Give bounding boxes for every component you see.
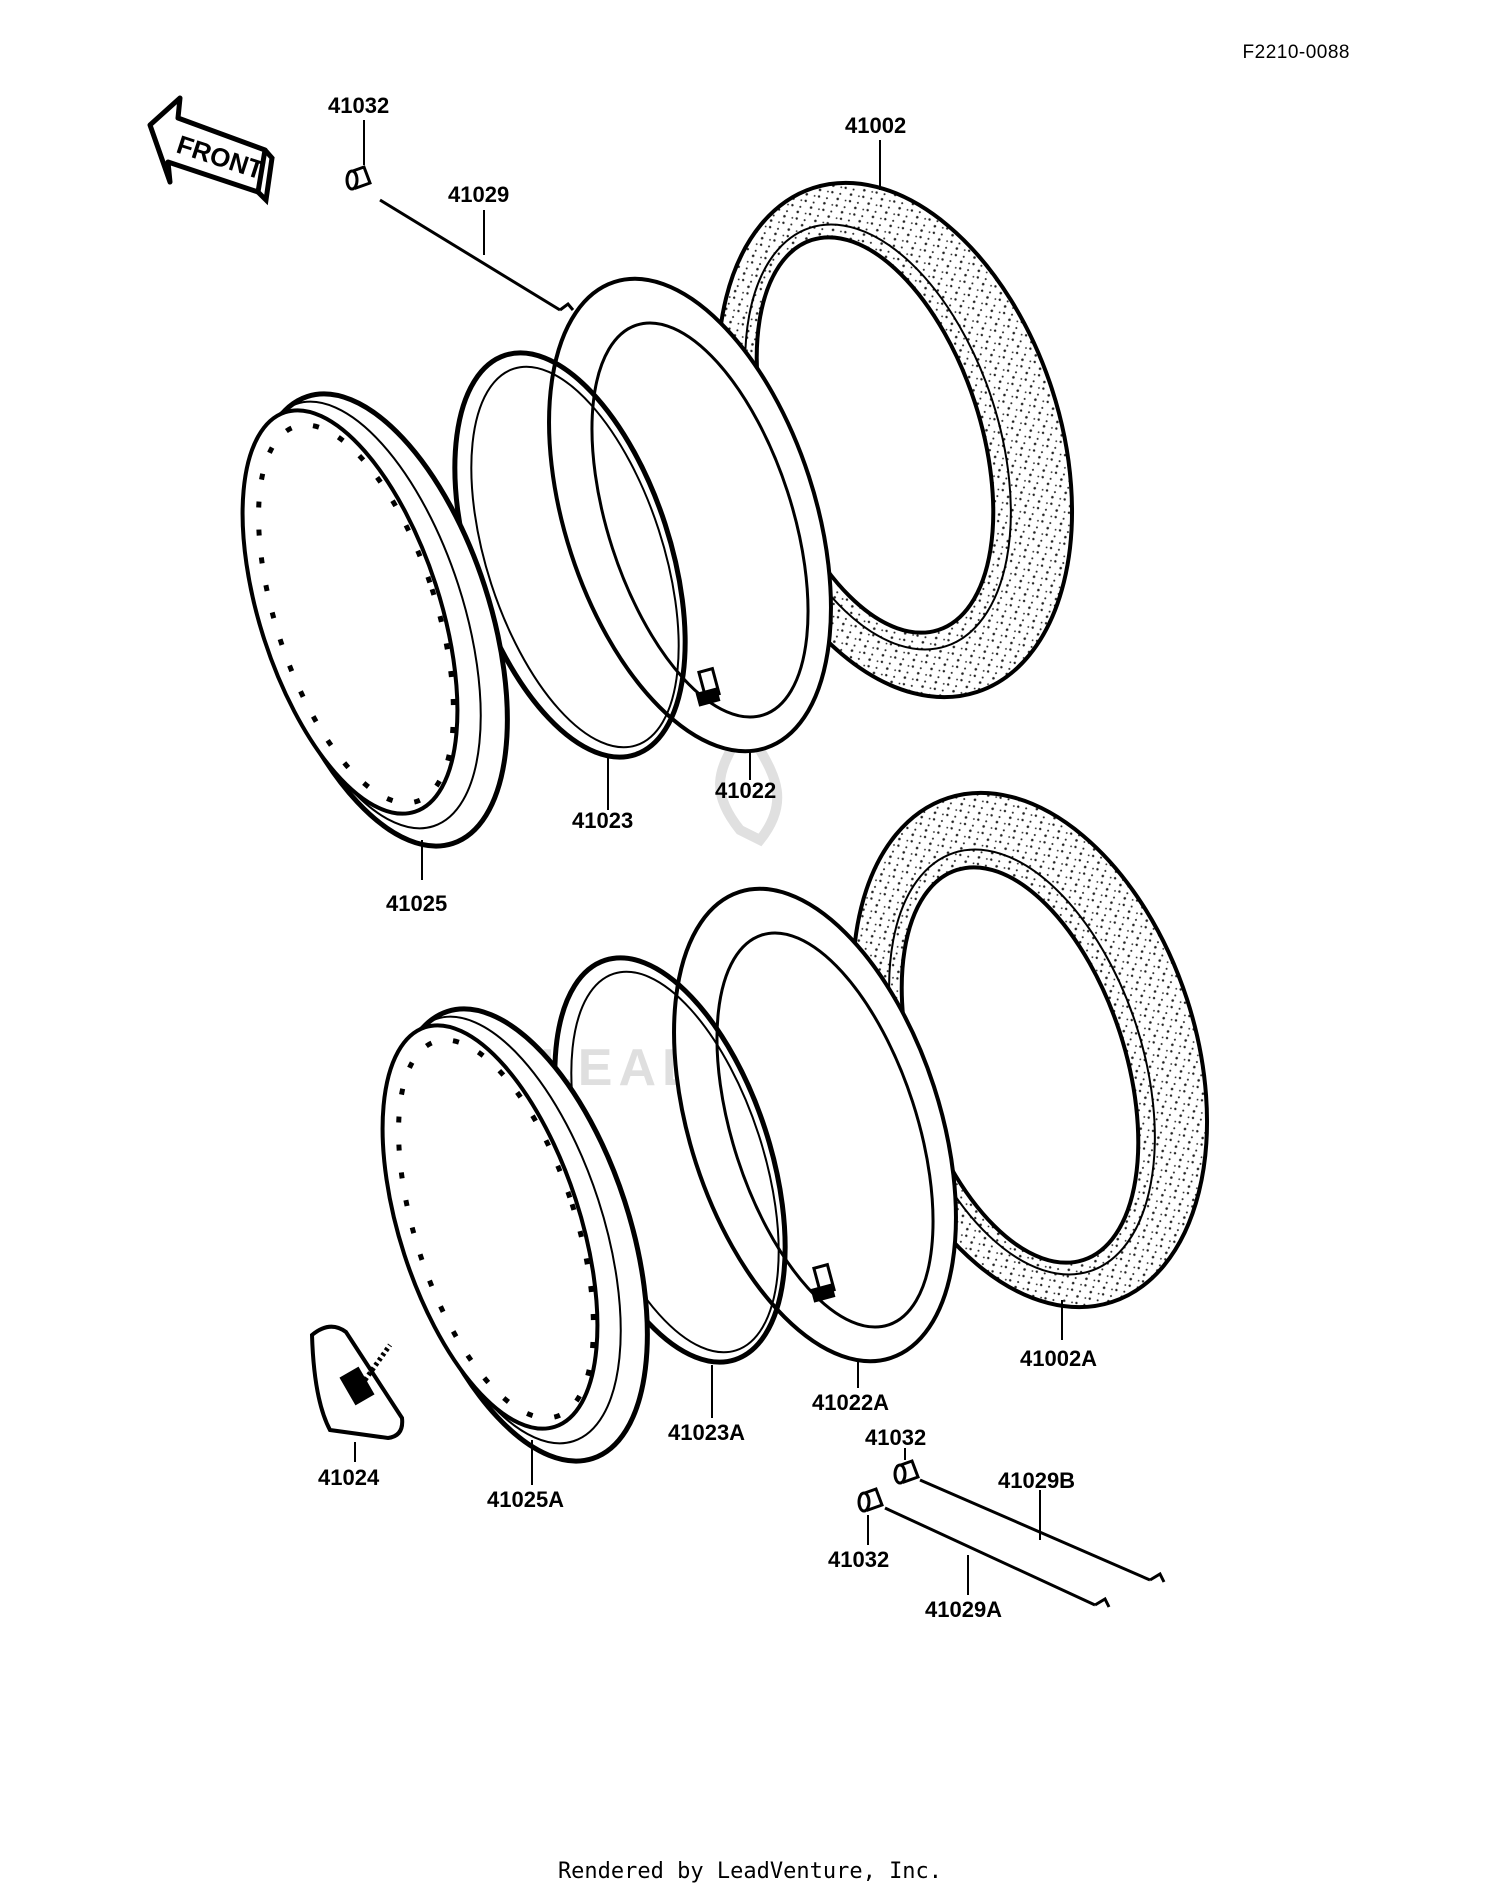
callout-41029b: 41029B <box>998 1468 1075 1493</box>
tube-41022a <box>672 886 958 1364</box>
callout-41022: 41022 <box>715 778 776 803</box>
footer-credit: Rendered by LeadVenture, Inc. <box>557 1859 943 1884</box>
callout-41023: 41023 <box>572 808 633 833</box>
valve-stem-icon <box>810 1262 836 1303</box>
front-arrow-icon: FRONT <box>147 95 275 206</box>
callout-41032-low: 41032 <box>828 1547 889 1572</box>
nipple-41032-mid <box>893 1459 920 1485</box>
callout-41032-top: 41032 <box>328 93 389 118</box>
rim-41025 <box>240 391 510 849</box>
nipple-41032-top <box>345 165 372 191</box>
callout-41002a: 41002A <box>1020 1346 1097 1371</box>
callout-41002: 41002 <box>845 113 906 138</box>
tube-41022 <box>547 276 833 754</box>
leader-lines-bottom <box>354 1300 1063 1595</box>
callout-41022a: 41022A <box>812 1390 889 1415</box>
rim-41025a <box>380 1006 650 1464</box>
callout-41023a: 41023A <box>668 1420 745 1445</box>
callout-41025a: 41025A <box>487 1487 564 1512</box>
callout-41029a: 41029A <box>925 1597 1002 1622</box>
spoke-41029b <box>919 1478 1166 1583</box>
spoke-41029 <box>379 198 575 312</box>
callout-41029: 41029 <box>448 182 509 207</box>
diagram-code: F2210-0088 <box>1242 42 1350 63</box>
nipple-41032-low <box>857 1487 884 1513</box>
callout-41024: 41024 <box>318 1465 380 1490</box>
valve-stem-icon <box>695 666 721 707</box>
callout-41032-mid: 41032 <box>865 1425 926 1450</box>
spoke-41029a <box>884 1506 1111 1608</box>
rim-lock-41024 <box>309 1324 405 1441</box>
leader-lines-top <box>363 120 881 880</box>
callout-41025: 41025 <box>386 891 447 916</box>
